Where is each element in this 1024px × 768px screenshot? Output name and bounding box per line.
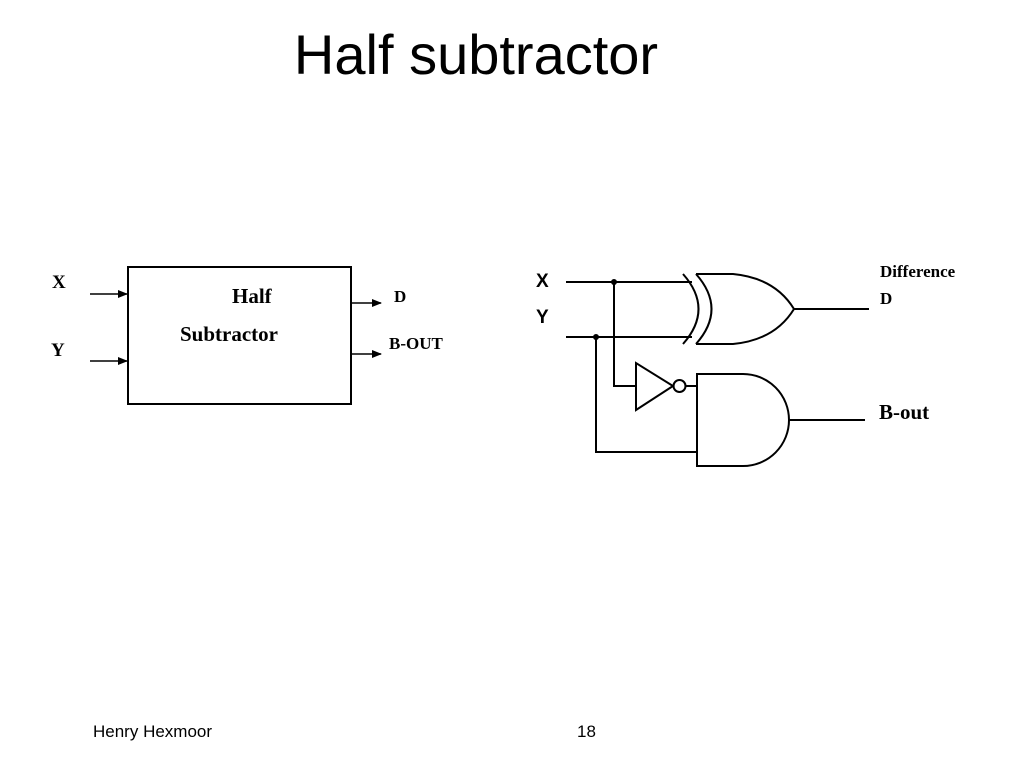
circuit-input-y-label: Y <box>536 307 549 328</box>
block-output-bout-label: B-OUT <box>389 334 444 353</box>
footer-author: Henry Hexmoor <box>93 722 213 741</box>
difference-label: Difference <box>880 262 956 281</box>
junction-dot-y <box>593 334 599 340</box>
not-gate <box>635 361 687 412</box>
block-input-x-label: X <box>52 272 66 293</box>
circuit-input-x-label: X <box>536 271 549 292</box>
borrow-out-label: B-out <box>879 400 929 424</box>
not-gate-bubble <box>672 379 687 393</box>
wire-x-to-not <box>613 282 636 387</box>
block-output-d-label: D <box>394 287 406 306</box>
wire-y-to-and <box>595 337 697 453</box>
block-label-line1: Half <box>232 284 273 308</box>
half-subtractor-box <box>127 266 352 405</box>
block-input-y-label: Y <box>51 340 65 361</box>
xor-gate <box>682 273 796 345</box>
half-subtractor-logic-circuit <box>566 273 869 467</box>
half-subtractor-block-diagram: X Y Half Subtractor D B-OUT <box>51 266 444 405</box>
page-number: 18 <box>577 722 596 741</box>
junction-dot-x <box>611 279 617 285</box>
and-gate <box>696 373 790 467</box>
block-label-line2: Subtractor <box>180 322 278 346</box>
difference-symbol-label: D <box>880 289 892 308</box>
slide-title: Half subtractor <box>293 23 659 86</box>
